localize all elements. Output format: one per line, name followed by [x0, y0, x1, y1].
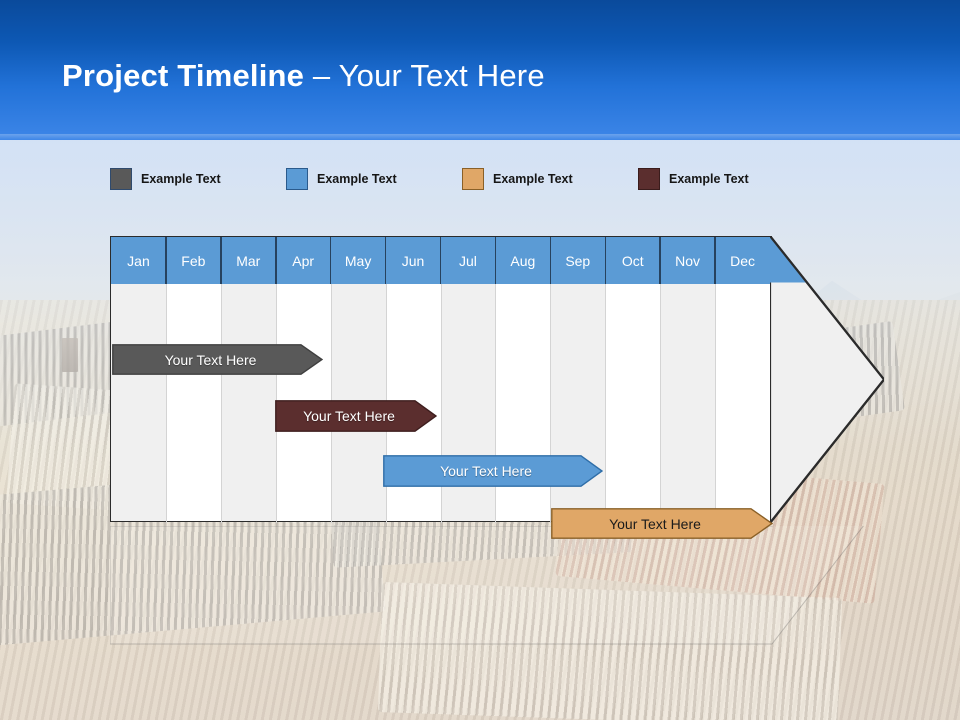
title-band-sheen [0, 134, 960, 140]
timeline-bar-0[interactable]: Your Text Here [112, 344, 323, 375]
month-header-feb[interactable]: Feb [165, 237, 221, 284]
column-divider [495, 261, 497, 523]
legend-swatch-icon [638, 168, 660, 190]
timeline-column-may [330, 237, 386, 521]
month-header-divider [494, 237, 497, 284]
legend-swatch-icon [286, 168, 308, 190]
column-divider [165, 261, 167, 523]
month-header-nov[interactable]: Nov [660, 237, 716, 284]
timeline-bar-1[interactable]: Your Text Here [275, 400, 437, 432]
month-header-oct[interactable]: Oct [605, 237, 661, 284]
month-header-divider [714, 237, 716, 284]
title-light: Your Text Here [338, 58, 545, 93]
column-divider [275, 261, 277, 523]
timeline-bar-label: Your Text Here [303, 408, 395, 424]
timeline-bar-label: Your Text Here [440, 463, 532, 479]
column-divider [385, 261, 387, 523]
month-header-divider [275, 237, 277, 284]
month-header-divider [384, 237, 387, 284]
bar-arrow-shape [275, 400, 437, 432]
month-header-dec[interactable]: Dec [715, 237, 770, 284]
timeline-bar-label: Your Text Here [609, 515, 701, 532]
month-header-divider [220, 237, 222, 284]
timeline-bar-label: Your Text Here [164, 351, 257, 368]
month-header-divider [549, 237, 552, 284]
timeline-column-jan [111, 237, 166, 521]
column-divider [660, 261, 662, 523]
timeline-column-mar [220, 237, 276, 521]
timeline-bar-3[interactable]: Your Text Here [551, 508, 773, 539]
title-dash: – [304, 58, 339, 93]
bar-arrow-shape [383, 455, 603, 487]
title-band: Project Timeline – Your Text Here [0, 0, 960, 140]
legend-swatch-icon [110, 168, 132, 190]
timeline-bar-2[interactable]: Your Text Here [383, 455, 603, 487]
bar-arrow-shape [551, 508, 773, 539]
legend-label: Example Text [669, 172, 749, 186]
month-header-jul[interactable]: Jul [440, 237, 496, 284]
legend-item-3[interactable]: Example Text [638, 168, 749, 190]
arrow-head [770, 235, 884, 523]
legend-label: Example Text [141, 172, 221, 186]
month-header-aug[interactable]: Aug [495, 237, 551, 284]
legend-label: Example Text [317, 172, 397, 186]
bar-arrow-shape [112, 344, 323, 375]
month-header-jan[interactable]: Jan [111, 237, 166, 284]
legend-item-1[interactable]: Example Text [286, 168, 397, 190]
month-header-jun[interactable]: Jun [385, 237, 441, 284]
month-header-may[interactable]: May [330, 237, 386, 284]
title-strong: Project Timeline [62, 58, 305, 93]
column-divider [440, 261, 442, 523]
column-divider [220, 261, 222, 523]
column-divider [605, 261, 607, 523]
month-header-sep[interactable]: Sep [550, 237, 606, 284]
timeline-column-nov [660, 237, 716, 521]
column-divider [330, 261, 332, 523]
legend-item-0[interactable]: Example Text [110, 168, 221, 190]
month-header-apr[interactable]: Apr [275, 237, 331, 284]
legend-label: Example Text [493, 172, 573, 186]
column-divider [715, 261, 717, 523]
column-divider [550, 261, 552, 523]
page-title: Project Timeline – Your Text Here [62, 58, 545, 94]
month-header-divider [165, 237, 167, 284]
legend-swatch-icon [462, 168, 484, 190]
month-header-mar[interactable]: Mar [220, 237, 276, 284]
month-header-divider [659, 237, 661, 284]
month-header-divider [604, 237, 606, 284]
legend-item-2[interactable]: Example Text [462, 168, 573, 190]
month-header-divider [329, 237, 332, 284]
legend: Example Text Example Text Example Text Exam… [110, 168, 810, 196]
month-header-divider [439, 237, 442, 284]
